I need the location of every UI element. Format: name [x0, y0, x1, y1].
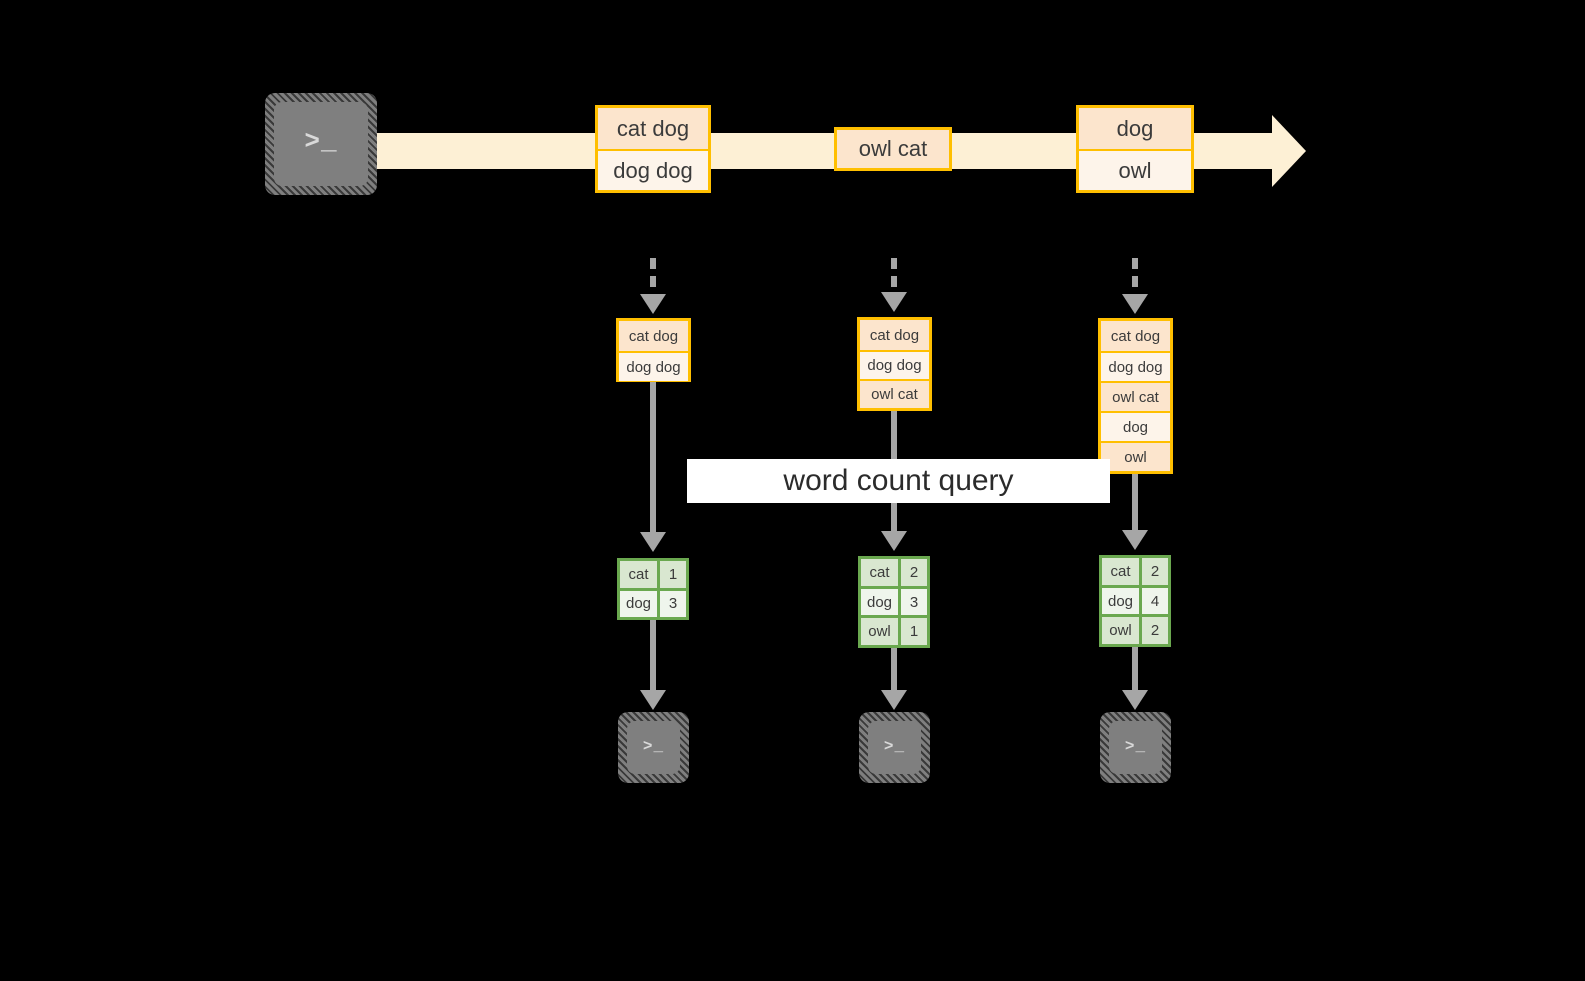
snapshot-input-line: cat dog — [619, 321, 688, 351]
query-flow-arrowhead-1 — [640, 532, 666, 552]
snapshot-tap-line-1 — [650, 258, 656, 296]
stream-band-left — [368, 133, 600, 169]
result-count: 1 — [660, 561, 686, 588]
snapshot-input-line: owl cat — [1101, 381, 1170, 411]
snapshot-input-line: owl — [1101, 441, 1170, 471]
terminal-screen: >_ — [627, 721, 680, 774]
query-flow-arrowhead-2 — [881, 531, 907, 551]
snapshot-result-2[interactable]: cat 2 dog 3 owl 1 — [858, 556, 930, 648]
result-word: owl — [1102, 617, 1142, 645]
result-row: cat 1 — [620, 561, 686, 588]
result-word: dog — [1102, 587, 1142, 615]
result-count: 4 — [1142, 587, 1168, 615]
result-count: 2 — [901, 559, 927, 586]
terminal-prompt-glyph: >_ — [1124, 737, 1147, 756]
stream-line: owl cat — [837, 130, 949, 168]
stream-band-mid1 — [710, 133, 836, 169]
sink-terminal-icon-3[interactable]: >_ — [1100, 712, 1171, 783]
snapshot-tap-arrowhead-2 — [881, 292, 907, 312]
snapshot-input-2[interactable]: cat dog dog dog owl cat — [857, 317, 932, 411]
snapshot-tap-arrowhead-1 — [640, 294, 666, 314]
snapshot-input-line: cat dog — [860, 320, 929, 350]
result-count: 2 — [1142, 617, 1168, 645]
query-flow-line-3 — [1132, 474, 1138, 532]
result-word: dog — [620, 590, 660, 617]
result-row: owl 2 — [1102, 614, 1168, 645]
sink-flow-arrowhead-3 — [1122, 690, 1148, 710]
result-row: dog 3 — [861, 585, 927, 616]
snapshot-input-line: dog — [1101, 411, 1170, 441]
stream-line: dog dog — [598, 149, 708, 190]
sink-flow-line-2 — [891, 648, 897, 692]
result-word: cat — [861, 559, 901, 586]
sink-terminal-icon-2[interactable]: >_ — [859, 712, 930, 783]
stream-band-mid2 — [952, 133, 1076, 169]
result-word: cat — [620, 561, 660, 588]
terminal-prompt-glyph: >_ — [642, 737, 665, 756]
stream-group-2[interactable]: owl cat — [834, 127, 952, 171]
terminal-prompt-glyph: >_ — [304, 126, 338, 157]
snapshot-result-1[interactable]: cat 1 dog 3 — [617, 558, 689, 620]
source-terminal-icon[interactable]: >_ — [265, 93, 377, 195]
result-row: dog 3 — [620, 587, 686, 617]
result-word: cat — [1102, 558, 1142, 585]
result-row: cat 2 — [861, 559, 927, 586]
snapshot-input-line: dog dog — [860, 350, 929, 379]
snapshot-result-3[interactable]: cat 2 dog 4 owl 2 — [1099, 555, 1171, 647]
sink-flow-arrowhead-1 — [640, 690, 666, 710]
result-row: dog 4 — [1102, 584, 1168, 615]
result-row: owl 1 — [861, 615, 927, 646]
snapshot-input-1[interactable]: cat dog dog dog — [616, 318, 691, 382]
stream-band-right — [1194, 133, 1274, 169]
snapshot-input-line: cat dog — [1101, 321, 1170, 351]
query-flow-line-1 — [650, 382, 656, 534]
stream-group-3[interactable]: dog owl — [1076, 105, 1194, 193]
stream-group-1[interactable]: cat dog dog dog — [595, 105, 711, 193]
result-count: 2 — [1142, 558, 1168, 585]
result-count: 1 — [901, 618, 927, 646]
stream-arrowhead — [1272, 115, 1306, 187]
query-flow-arrowhead-3 — [1122, 530, 1148, 550]
stream-line: dog — [1079, 108, 1191, 149]
stream-line: owl — [1079, 149, 1191, 190]
snapshot-input-line: dog dog — [619, 351, 688, 381]
result-word: owl — [861, 618, 901, 646]
snapshot-tap-arrowhead-3 — [1122, 294, 1148, 314]
result-count: 3 — [660, 590, 686, 617]
terminal-screen: >_ — [1109, 721, 1162, 774]
stream-line: cat dog — [598, 108, 708, 149]
result-count: 3 — [901, 588, 927, 616]
terminal-screen: >_ — [868, 721, 921, 774]
snapshot-tap-line-2 — [891, 258, 897, 294]
result-row: cat 2 — [1102, 558, 1168, 585]
snapshot-input-3[interactable]: cat dog dog dog owl cat dog owl — [1098, 318, 1173, 474]
result-word: dog — [861, 588, 901, 616]
sink-flow-line-1 — [650, 620, 656, 692]
terminal-screen: >_ — [274, 102, 368, 186]
sink-flow-line-3 — [1132, 647, 1138, 692]
sink-terminal-icon-1[interactable]: >_ — [618, 712, 689, 783]
snapshot-tap-line-3 — [1132, 258, 1138, 296]
snapshot-input-line: dog dog — [1101, 351, 1170, 381]
query-label-band: word count query — [687, 459, 1110, 503]
sink-flow-arrowhead-2 — [881, 690, 907, 710]
snapshot-input-line: owl cat — [860, 379, 929, 408]
terminal-prompt-glyph: >_ — [883, 737, 906, 756]
